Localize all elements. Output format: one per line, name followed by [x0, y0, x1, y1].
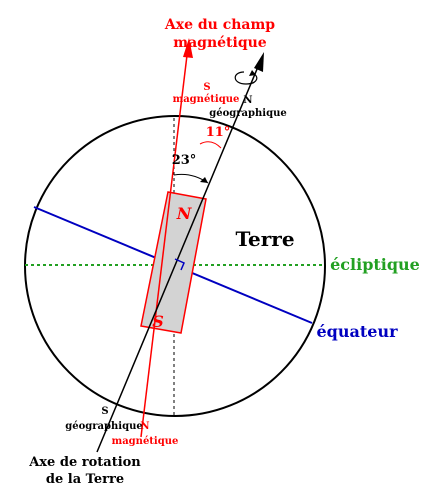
bottom-north-sub-label: magnétique [112, 436, 179, 447]
bottom-north-label: N [140, 421, 149, 432]
angle-23-arrow-icon [200, 177, 208, 183]
magnetic-axis-arrowhead [183, 38, 193, 58]
rotation-direction-icon [234, 71, 258, 85]
magnet-south-label: S [152, 312, 164, 331]
angle-23-label: 23° [172, 153, 197, 168]
top-north-label: N [243, 95, 252, 106]
right-angle-marker [174, 258, 185, 271]
rotation-axis-line [96, 61, 261, 453]
magnetic-axis-title-line2: magnétique [173, 35, 267, 51]
top-south-sub-label: magnétique [173, 94, 240, 105]
magnetic-axis-title-line1: Axe du champ [164, 17, 275, 33]
rotation-axis-label-line2: de la Terre [46, 472, 124, 487]
rotation-axis-label-line1: Axe de rotation [28, 455, 141, 470]
rotation-axis-arrowhead [254, 52, 264, 72]
angle-11-arc [199, 141, 222, 149]
earth-label: Terre [235, 227, 294, 251]
angle-11-label: 11° [206, 125, 231, 140]
magnet-north-label: N [176, 204, 193, 223]
top-south-label: S [203, 82, 210, 93]
ecliptic-label: écliptique [330, 255, 420, 274]
equator-label: équateur [317, 322, 399, 341]
magnetic-axis-line [140, 46, 189, 438]
bottom-south-label: S [101, 406, 108, 417]
bottom-south-sub-label: géographique [65, 421, 142, 432]
rotation-arrow-tip-icon [249, 70, 256, 76]
top-north-sub-label: géographique [209, 108, 286, 119]
